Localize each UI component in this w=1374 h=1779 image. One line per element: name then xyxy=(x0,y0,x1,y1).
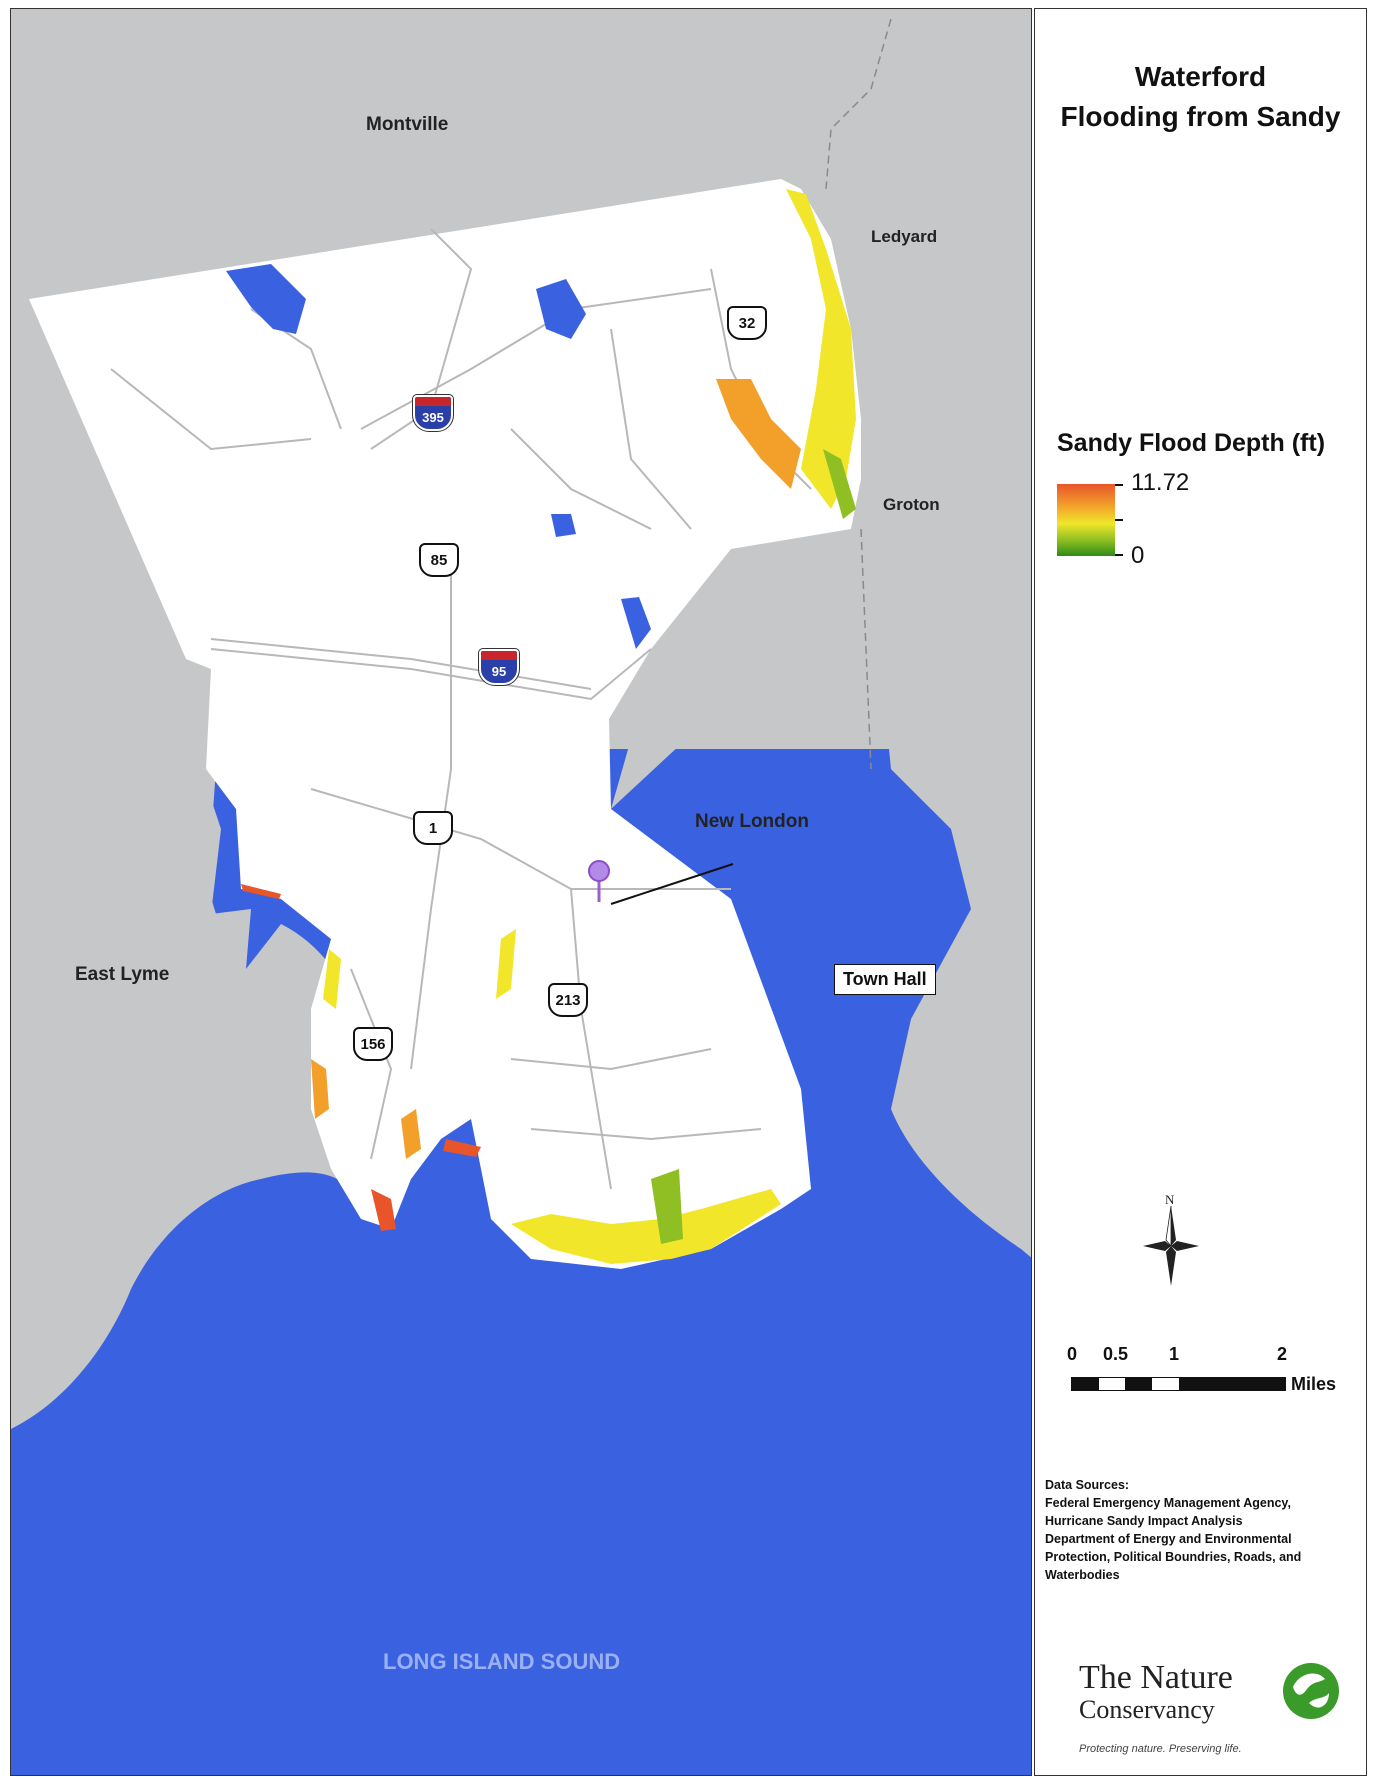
route-shield-156: 156 xyxy=(353,1027,393,1061)
town-hall-callout: Town Hall xyxy=(834,964,936,995)
scale-bar: 0 0.5 1 2 Miles xyxy=(1061,1344,1361,1404)
east-lyme-land xyxy=(11,299,216,1429)
label-groton: Groton xyxy=(883,495,940,514)
route-shield-85: 85 xyxy=(419,543,459,577)
map-frame[interactable]: Montville Ledyard Groton New London East… xyxy=(10,8,1032,1776)
town-hall-pin[interactable] xyxy=(588,860,610,902)
data-sources-line: Protection, Political Boundries, Roads, … xyxy=(1045,1550,1302,1564)
groton-land xyxy=(871,529,1031,809)
nature-conservancy-logo: The Nature Conservancy Protecting nature… xyxy=(1079,1659,1349,1759)
globe-leaf-icon xyxy=(1283,1663,1339,1719)
scale-label-0: 0 xyxy=(1067,1344,1078,1364)
ramp-tick-max xyxy=(1115,484,1123,486)
route-shield-1: 1 xyxy=(413,811,453,845)
compass-rose-icon xyxy=(1143,1206,1199,1286)
north-letter: N xyxy=(1165,1192,1175,1207)
flood-depth-min: 0 xyxy=(1131,542,1145,569)
map-canvas xyxy=(11,17,1031,1775)
map-title-line1: Waterford xyxy=(1134,61,1267,92)
scale-label-0.5: 0.5 xyxy=(1103,1344,1129,1364)
scale-unit: Miles xyxy=(1291,1374,1337,1394)
data-sources-line: Waterbodies xyxy=(1045,1568,1120,1582)
ramp-tick-mid xyxy=(1115,519,1123,521)
town-hall-leader xyxy=(610,863,734,905)
label-long-island-sound: LONG ISLAND SOUND xyxy=(383,1649,621,1674)
data-sources-line: Data Sources: xyxy=(1045,1478,1130,1492)
label-ledyard: Ledyard xyxy=(871,227,938,246)
flood-zones xyxy=(241,189,856,1264)
label-east-lyme: East Lyme xyxy=(75,964,170,985)
scale-segments xyxy=(1071,1377,1286,1391)
route-shield-i395: 395 xyxy=(412,394,454,432)
data-sources: Data Sources: Federal Emergency Manageme… xyxy=(1045,1476,1363,1584)
route-shield-213: 213 xyxy=(548,983,588,1017)
route-shield-i95: 95 xyxy=(478,648,520,686)
logo-tagline: Protecting nature. Preserving life. xyxy=(1079,1743,1242,1755)
scale-label-2: 2 xyxy=(1277,1344,1288,1364)
flood-depth-heading: Sandy Flood Depth (ft) xyxy=(1057,429,1326,457)
label-new-london: New London xyxy=(695,811,809,832)
route-shield-32: 32 xyxy=(727,306,767,340)
label-montville: Montville xyxy=(366,114,449,135)
logo-name-line2: Conservancy xyxy=(1079,1695,1215,1724)
ramp-tick-min xyxy=(1115,554,1123,556)
flood-depth-color-ramp xyxy=(1057,484,1115,556)
waterford-town xyxy=(29,179,861,1269)
map-title: Waterford Flooding from Sandy xyxy=(1035,57,1366,137)
logo-name-line1: The Nature xyxy=(1079,1659,1233,1696)
map-title-line2: Flooding from Sandy xyxy=(1060,101,1341,132)
town-boundary-dashed xyxy=(825,18,892,770)
data-sources-line: Department of Energy and Environmental xyxy=(1045,1532,1292,1546)
data-sources-line: Federal Emergency Management Agency, xyxy=(1045,1496,1291,1510)
legend-panel: Waterford Flooding from Sandy Sandy Floo… xyxy=(1034,8,1367,1776)
flood-depth-max: 11.72 xyxy=(1131,469,1190,496)
new-london-land xyxy=(611,17,1031,1258)
data-sources-line: Hurricane Sandy Impact Analysis xyxy=(1045,1514,1243,1528)
water-body xyxy=(11,749,1031,1775)
scale-label-1: 1 xyxy=(1169,1344,1180,1364)
